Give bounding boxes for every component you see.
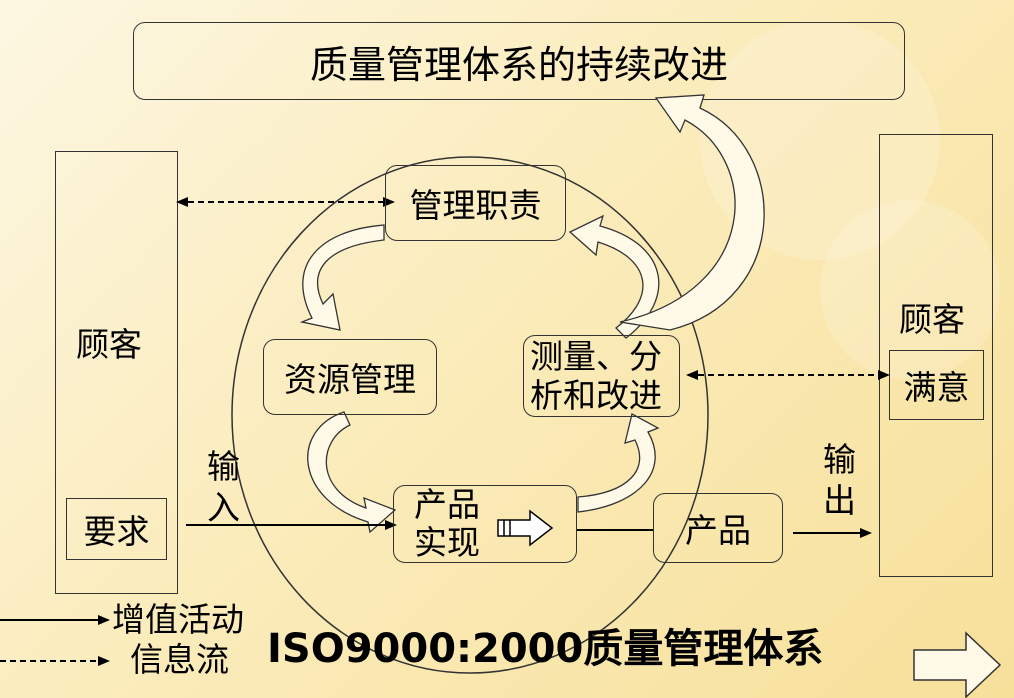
title-box: 质量管理体系的持续改进 [133, 22, 905, 100]
flow-arrow [577, 413, 660, 513]
management-responsibility-node: 管理职责 [385, 165, 566, 241]
legend-value-added-label: 增值活动 [112, 600, 244, 639]
resource-management-label: 资源管理 [284, 360, 416, 399]
satisfaction-box: 满意 [889, 350, 984, 420]
flow-arrow [299, 224, 385, 331]
measurement-label-line1: 测量、分 [530, 337, 662, 376]
right-customer-box [879, 134, 993, 577]
next-arrow-icon [913, 631, 1002, 698]
requirement-box: 要求 [66, 498, 167, 560]
left-customer-box [55, 151, 178, 594]
satisfaction-label: 满意 [903, 368, 970, 407]
page-title: 质量管理体系的持续改进 [309, 42, 728, 87]
right-customer-label: 顾客 [899, 300, 965, 339]
realization-label-line1: 产品 [414, 485, 480, 524]
output-label-line2: 出 [823, 481, 856, 520]
input-label-line2: 入 [207, 488, 240, 527]
resource-management-node: 资源管理 [263, 339, 437, 415]
measurement-label-line2: 析和改进 [530, 376, 662, 415]
requirement-label: 要求 [83, 512, 150, 551]
process-circle [231, 156, 709, 674]
realization-label-line2: 实现 [414, 523, 480, 562]
measurement-node: 测量、分 析和改进 [523, 335, 680, 417]
product-node: 产品 [653, 493, 783, 563]
product-label: 产品 [685, 511, 751, 550]
legend-info-flow-label: 信息流 [130, 640, 229, 679]
footer-title: ISO9000:2000质量管理体系 [267, 626, 824, 672]
small-hollow-arrow-icon [497, 509, 554, 547]
flow-arrow [568, 214, 660, 339]
improvement-arrow [619, 94, 765, 331]
management-responsibility-label: 管理职责 [409, 186, 542, 225]
flow-arrow [307, 411, 397, 534]
product-realization-node: 产品 实现 [393, 485, 577, 563]
output-label-line1: 输 [823, 440, 856, 479]
left-customer-label: 顾客 [76, 325, 142, 364]
input-label-line1: 输 [207, 447, 240, 486]
